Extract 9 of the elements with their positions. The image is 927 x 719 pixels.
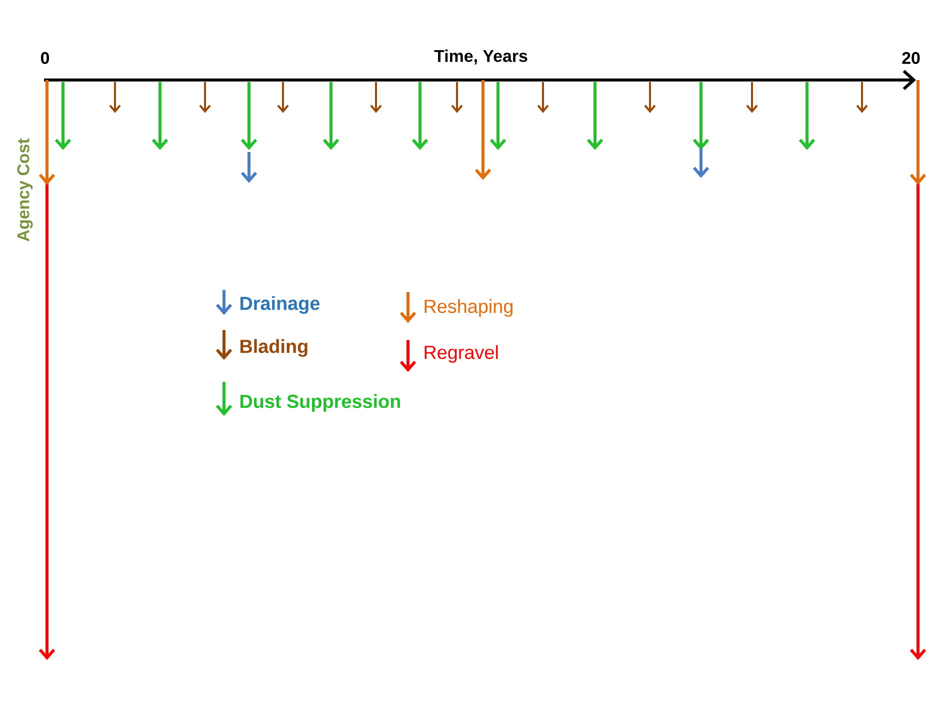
legend-label: Drainage	[240, 296, 320, 314]
axis-label: 20	[902, 52, 920, 64]
axis-label: 0	[40, 52, 49, 64]
legend-label: Blading	[240, 339, 308, 357]
legend-label: Regravel	[424, 345, 498, 363]
legend-label: Reshaping	[424, 299, 512, 317]
axis-label: Time, Years	[434, 50, 528, 64]
legend-label: Dust Suppression	[240, 394, 400, 412]
axis-label: Agency Cost	[17, 138, 33, 242]
